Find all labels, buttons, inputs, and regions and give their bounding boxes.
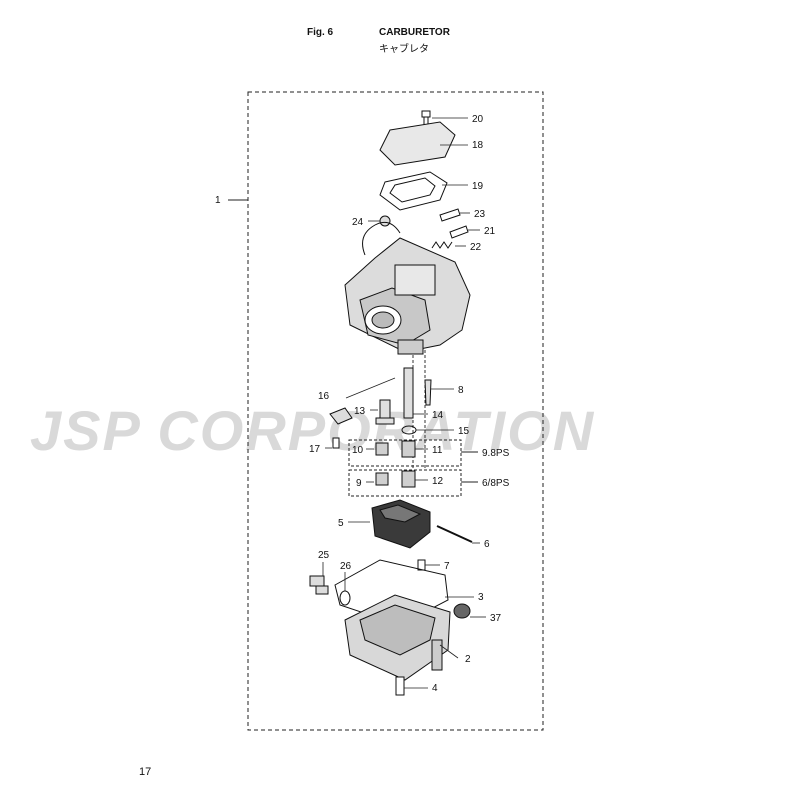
callout-8: 8 (458, 385, 464, 396)
callout-23: 23 (474, 209, 486, 220)
callout-21: 21 (484, 226, 496, 237)
callout-12: 12 (432, 476, 444, 487)
callout-1: 1 (215, 195, 221, 206)
spring-22 (431, 241, 453, 249)
callout-15: 15 (458, 426, 470, 437)
callout-26: 26 (340, 561, 352, 572)
callout-20: 20 (472, 114, 484, 125)
jet-10 (375, 442, 389, 456)
screw-4 (395, 676, 405, 696)
screw-21 (449, 225, 469, 239)
main-nozzle-14 (403, 367, 414, 419)
callout-16: 16 (318, 391, 330, 402)
callout-18: 18 (472, 140, 484, 151)
callout-11: 11 (432, 445, 443, 456)
screw-23 (439, 208, 461, 222)
callout-3: 3 (478, 592, 484, 603)
callout-2: 2 (465, 654, 471, 665)
callout-9: 9 (356, 478, 362, 489)
cap-37 (453, 603, 471, 619)
callout-10: 10 (352, 445, 364, 456)
gasket-3 (334, 559, 449, 626)
float-bowl-2 (344, 594, 451, 681)
group-label-6-8ps: 6/8PS (482, 478, 510, 489)
callout-19: 19 (472, 181, 484, 192)
callout-labels: 1 2 3 4 5 6 7 8 9 10 11 12 13 14 15 16 1… (215, 114, 510, 694)
plate-16 (329, 407, 353, 425)
callout-22: 22 (470, 242, 482, 253)
callout-4: 4 (432, 683, 438, 694)
jet-9 (375, 472, 389, 486)
cover-plate-18 (379, 121, 456, 166)
callout-5: 5 (338, 518, 344, 529)
callout-13: 13 (354, 406, 366, 417)
jet-12 (401, 470, 416, 488)
screw-17 (332, 437, 340, 449)
assembly-frame (247, 91, 544, 731)
callout-24: 24 (352, 217, 364, 228)
nut-24 (379, 215, 391, 227)
group-box-9.8ps (348, 439, 462, 467)
leader-lines (322, 117, 486, 689)
watermark: JSP CORPORATION (30, 399, 596, 462)
drain-screw-25 (309, 575, 329, 595)
page-title: CARBURETOR (379, 27, 450, 38)
group-box-6-8ps (348, 469, 462, 497)
page-title-japanese: キャブレタ (379, 44, 429, 55)
jet-13 (375, 399, 395, 425)
jet-11 (401, 440, 416, 458)
callout-7: 7 (444, 561, 450, 572)
pin-6 (436, 525, 473, 543)
washer-15 (401, 425, 417, 435)
callout-37: 37 (490, 613, 502, 624)
figure-number: Fig. 6 (307, 27, 334, 38)
float-5 (371, 499, 431, 549)
callout-14: 14 (432, 410, 444, 421)
carburetor-body (344, 221, 471, 355)
washer-26 (339, 590, 351, 606)
group-label-9.8ps: 9.8PS (482, 448, 510, 459)
needle-8 (424, 379, 432, 406)
callout-6: 6 (484, 539, 490, 550)
gasket-19 (379, 171, 448, 211)
page-number: 17 (139, 766, 152, 778)
callout-25: 25 (318, 550, 330, 561)
callout-17: 17 (309, 444, 321, 455)
